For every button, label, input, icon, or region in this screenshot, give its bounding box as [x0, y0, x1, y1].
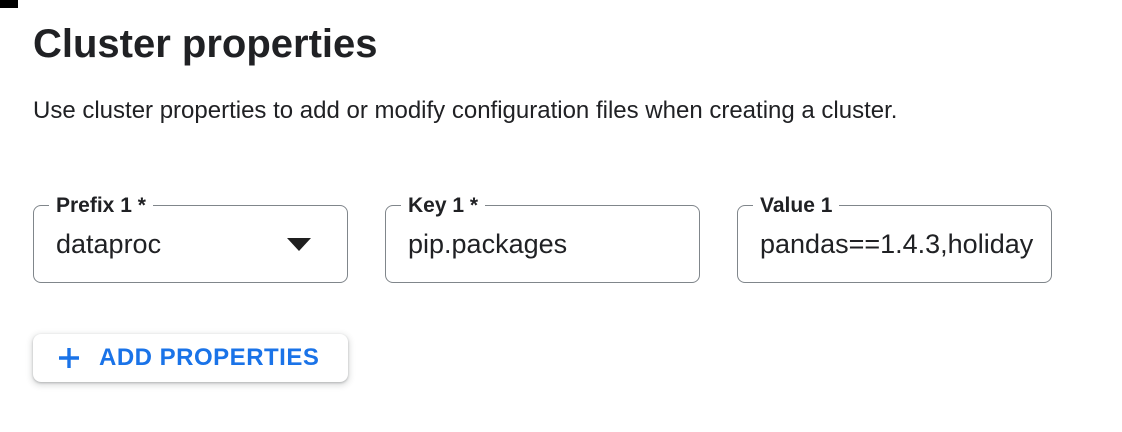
- value-input[interactable]: [738, 206, 1051, 282]
- cropped-ui-fragment: [0, 0, 18, 8]
- value-input-field: Value 1: [737, 193, 1052, 283]
- add-properties-button-label: ADD PROPERTIES: [99, 344, 320, 371]
- prefix-select-field[interactable]: Prefix 1 * dataproc: [33, 193, 348, 283]
- prefix-selected-value: dataproc: [56, 228, 162, 259]
- key-field-label: Key 1 *: [401, 193, 486, 218]
- cluster-property-row: Prefix 1 * dataproc Key 1 * Value 1: [33, 193, 1052, 283]
- page-title: Cluster properties: [33, 22, 378, 66]
- plus-icon: [59, 348, 79, 368]
- value-field-label: Value 1: [753, 193, 840, 218]
- prefix-field-label: Prefix 1 *: [49, 193, 153, 218]
- key-input-field: Key 1 *: [385, 193, 700, 283]
- page-description: Use cluster properties to add or modify …: [33, 97, 898, 124]
- add-properties-button[interactable]: ADD PROPERTIES: [33, 334, 348, 382]
- dropdown-arrow-icon[interactable]: [287, 238, 311, 251]
- key-input[interactable]: [386, 206, 699, 282]
